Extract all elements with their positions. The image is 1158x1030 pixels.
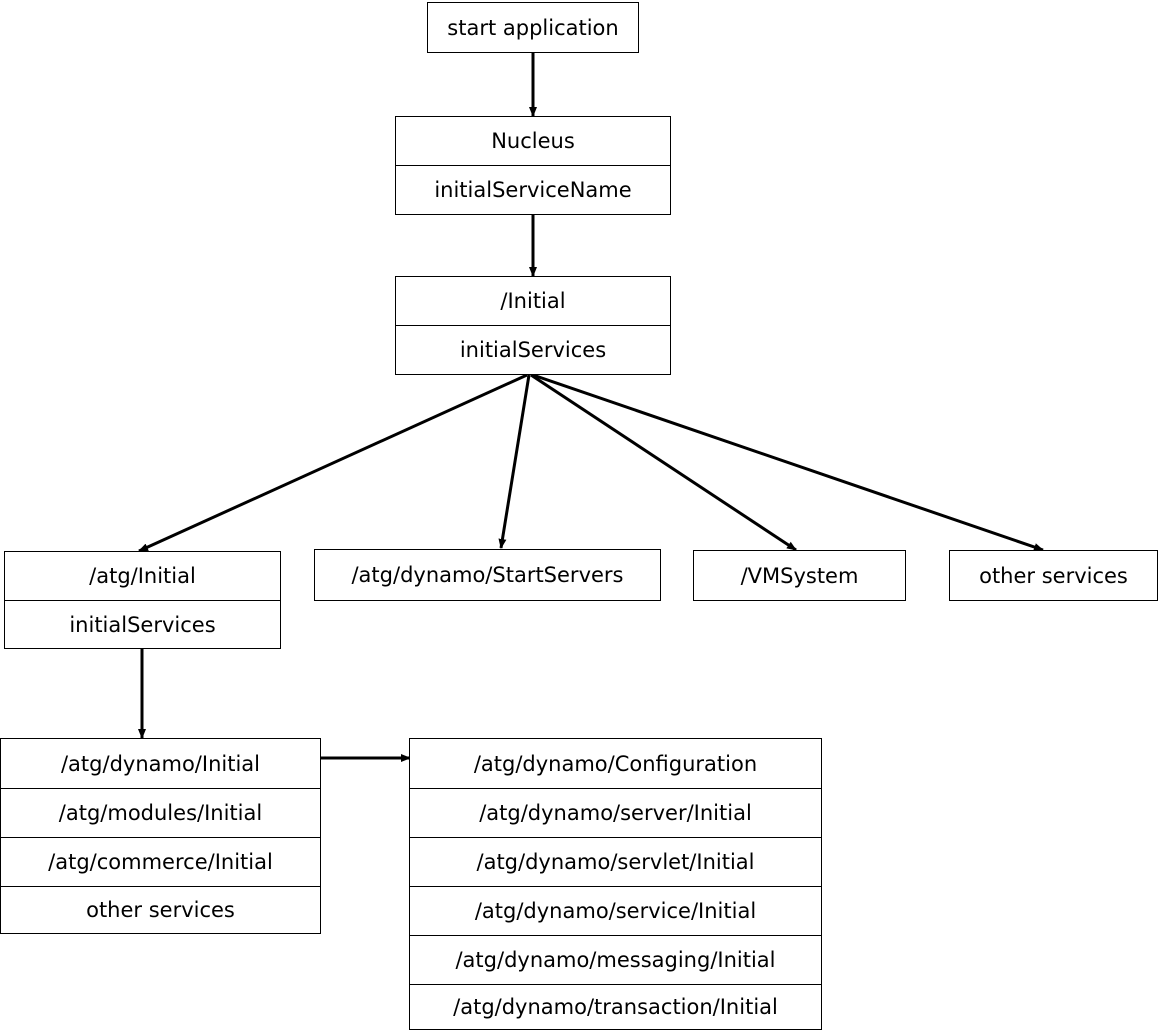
- initial-property: initialServices: [396, 325, 670, 374]
- atg-service-item: other services: [1, 886, 320, 933]
- atg-service-item: /atg/dynamo/Initial: [60, 751, 260, 776]
- arrow-initial-to-atg-initial: [138, 373, 528, 553]
- dynamo-service-item: /atg/dynamo/Configuration: [473, 751, 758, 776]
- other-services-label: other services: [979, 563, 1128, 588]
- nucleus-property: initialServiceName: [396, 165, 670, 214]
- start-application-box: start application: [427, 2, 639, 53]
- atg-service-item: /atg/commerce/Initial: [1, 837, 320, 886]
- vmsystem-label: /VMSystem: [740, 563, 859, 588]
- vmsystem-box: /VMSystem: [693, 550, 906, 601]
- atg-initial-title: /atg/Initial: [89, 564, 196, 588]
- atg-initial-property: initialServices: [5, 600, 280, 648]
- dynamo-service-item: /atg/dynamo/transaction/Initial: [410, 984, 821, 1029]
- other-services-box: other services: [949, 550, 1158, 601]
- dynamo-service-item: /atg/dynamo/messaging/Initial: [410, 935, 821, 984]
- dynamo-service-item: /atg/dynamo/servlet/Initial: [410, 837, 821, 886]
- arrow-initial-to-vmsystem: [530, 373, 797, 552]
- dynamo-services-box: /atg/dynamo/Configuration /atg/dynamo/se…: [409, 738, 822, 1030]
- dynamo-service-item: /atg/dynamo/service/Initial: [410, 886, 821, 935]
- initial-title: /Initial: [500, 289, 566, 313]
- atg-service-item: /atg/modules/Initial: [1, 788, 320, 837]
- nucleus-title: Nucleus: [491, 129, 575, 153]
- initial-box: /Initial initialServices: [395, 276, 671, 375]
- start-application-label: start application: [447, 15, 619, 40]
- dynamo-service-item: /atg/dynamo/server/Initial: [410, 788, 821, 837]
- atg-initial-box: /atg/Initial initialServices: [4, 551, 281, 649]
- arrow-initial-to-startservers: [498, 374, 531, 549]
- arrow-initial-to-other-services: [532, 373, 1044, 552]
- start-servers-box: /atg/dynamo/StartServers: [314, 549, 661, 601]
- atg-services-box: /atg/dynamo/Initial /atg/modules/Initial…: [0, 738, 321, 934]
- nucleus-box: Nucleus initialServiceName: [395, 116, 671, 215]
- start-servers-label: /atg/dynamo/StartServers: [351, 563, 624, 587]
